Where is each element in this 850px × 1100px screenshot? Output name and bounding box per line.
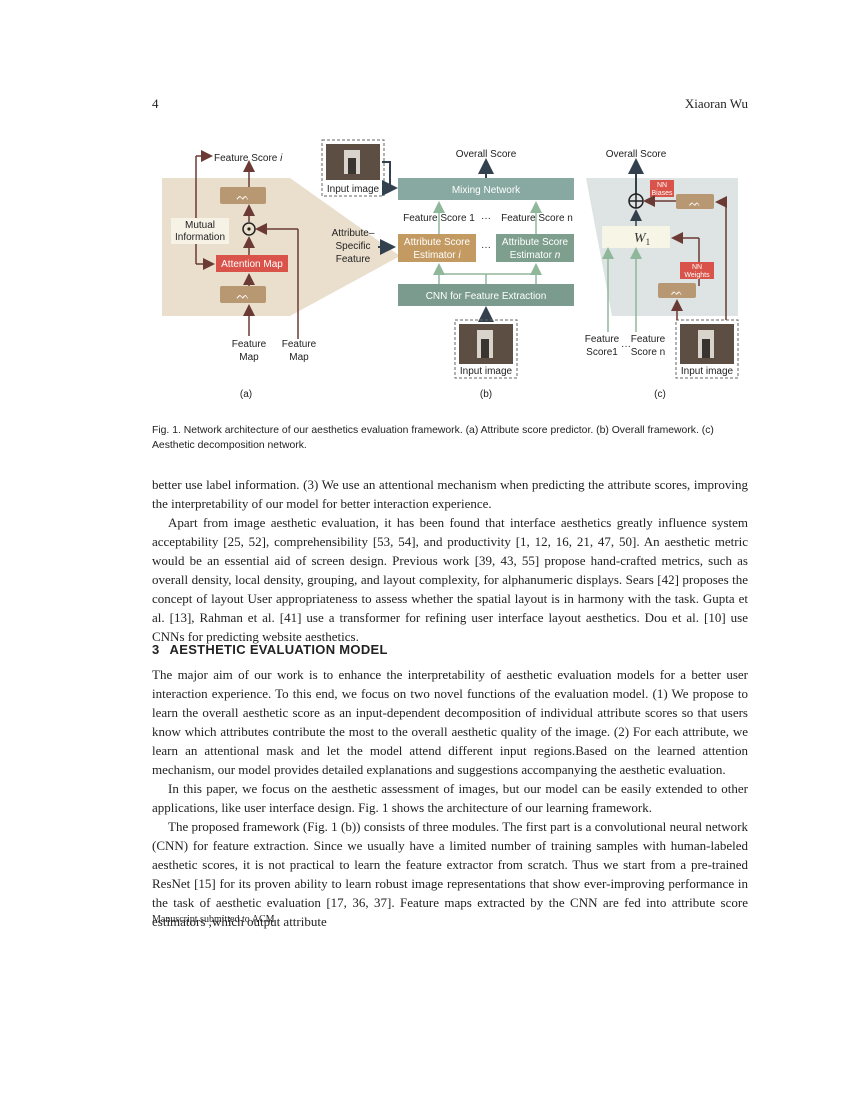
svg-text:Map: Map [239,352,259,363]
section-number: 3 [152,642,160,657]
svg-text:···: ··· [481,242,491,253]
svg-text:Attention Map: Attention Map [221,259,283,270]
input-image-top-frame [321,139,385,197]
nn-block-biases [676,194,714,209]
svg-text:Estimator i: Estimator i [413,250,461,261]
svg-text:Score n: Score n [631,347,665,358]
svg-text:···: ··· [621,341,631,352]
nn-weights-tag [680,262,714,279]
panel-c-label: (c) [654,389,666,400]
page-number: 4 [152,96,159,111]
paragraph: better use label information. (3) We use… [152,477,748,511]
attribute-score-estimator-i [398,234,476,262]
section-heading: 3 AESTHETIC EVALUATION MODEL [152,642,388,657]
panel-b-label: (b) [480,389,492,400]
svg-text:ᨓ: ᨓ [236,190,249,203]
body-text-bottom: The major aim of our work is to enhance … [152,665,748,931]
panel-a-label: (a) [240,389,252,400]
overall-score-b: Overall Score [456,149,517,160]
figure-caption: Fig. 1. Network architecture of our aest… [152,425,714,451]
nn-block-bottom [220,286,266,303]
svg-text:Feature Score n: Feature Score n [501,213,573,224]
svg-text:Score1: Score1 [586,347,618,358]
svg-text:Feature: Feature [282,339,317,350]
svg-text:Specific: Specific [335,241,370,252]
paragraph: In this paper, we focus on the aesthetic… [152,781,748,815]
svg-text:Input image: Input image [327,184,380,195]
svg-text:ᨓ: ᨓ [671,287,683,298]
nn-block-weights [658,283,696,298]
svg-text:Feature: Feature [336,254,371,265]
svg-text:Estimator n: Estimator n [510,250,561,261]
svg-text:Biases: Biases [651,190,673,197]
nn-biases-tag [650,180,674,197]
svg-text:Attribute Score: Attribute Score [502,237,569,248]
attribute-score-estimator-n [496,234,574,262]
mutual-information-box [171,218,229,244]
svg-text:NN: NN [692,264,702,271]
panel-a: ᨓ Feature Score i Mutual Information Att… [171,150,317,400]
paragraph: The major aim of our work is to enhance … [152,667,748,777]
svg-text:NN: NN [657,182,667,189]
svg-text:Input image: Input image [681,366,734,377]
nn-block-top [220,187,266,204]
svg-text:Feature: Feature [631,334,666,345]
svg-text:ᨓ: ᨓ [689,198,701,209]
panel-b: Overall Score Input image Mixing Network… [321,139,574,400]
mixing-network-box [398,178,574,200]
svg-text:Feature: Feature [232,339,267,350]
panel-a-background [162,178,400,316]
w1-box [602,226,670,248]
overall-score-c: Overall Score [606,149,667,160]
paragraph: Apart from image aesthetic evaluation, i… [152,515,748,644]
panel-c: Overall Score NN Biases ᨓ W1 NN Weights … [585,149,739,400]
svg-text:Attribute–: Attribute– [332,228,375,239]
svg-text:Information: Information [175,232,225,243]
svg-text:Weights: Weights [684,272,710,279]
network-architecture-diagram: ᨓ Feature Score i Mutual Information Att… [162,139,739,400]
svg-text:W1: W1 [634,231,650,247]
footer-note: Manuscript submitted to ACM [152,914,275,925]
input-image-bottom-frame [454,319,518,379]
svg-text:Feature: Feature [585,334,620,345]
svg-text:Input image: Input image [460,366,513,377]
svg-text:Mixing Network: Mixing Network [452,185,521,196]
input-image-c-frame [675,319,739,379]
cnn-feature-extraction-box [398,284,574,306]
paragraph: The proposed framework (Fig. 1 (b)) cons… [152,819,748,929]
attention-map-box [216,255,288,272]
svg-text:Map: Map [289,352,309,363]
feature-score-i-label: Feature Score i [214,153,283,164]
section-title: AESTHETIC EVALUATION MODEL [169,642,388,657]
svg-text:Mutual: Mutual [185,220,215,231]
body-text-top: better use label information. (3) We use… [152,475,748,646]
svg-text:Attribute Score: Attribute Score [404,237,471,248]
figure-1: ᨓ Feature Score i Mutual Information Att… [150,136,750,404]
running-head-author: Xiaoran Wu [684,96,748,111]
svg-text:···: ··· [481,213,491,224]
svg-text:CNN for Feature Extraction: CNN for Feature Extraction [426,291,547,302]
svg-text:ᨓ: ᨓ [236,289,249,302]
